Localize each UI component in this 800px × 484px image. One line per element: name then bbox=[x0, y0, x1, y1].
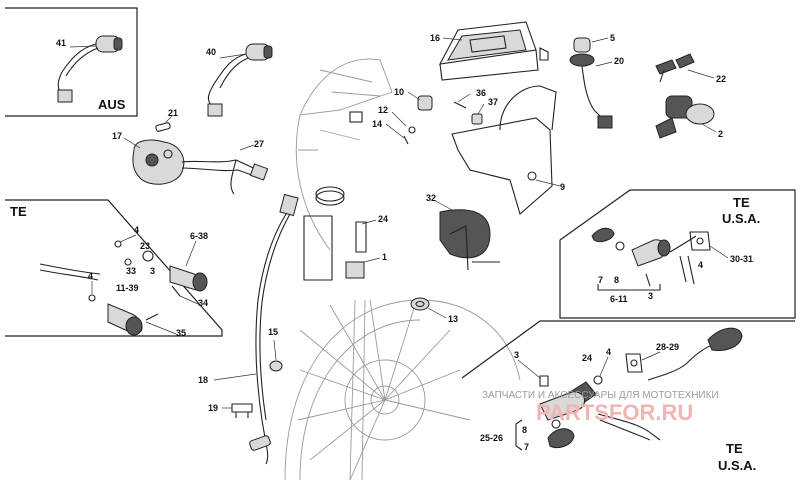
label-te-11-39: 11-39 bbox=[116, 283, 139, 293]
label-te-23: 23 bbox=[140, 241, 150, 251]
label-ur-30-31: 30-31 bbox=[730, 254, 753, 264]
label-lr-28-29: 28-29 bbox=[656, 342, 679, 352]
label-5: 5 bbox=[610, 33, 615, 43]
label-24: 24 bbox=[378, 214, 388, 224]
label-32: 32 bbox=[426, 193, 436, 203]
label-te-3: 3 bbox=[150, 266, 155, 276]
part-13-grommet bbox=[410, 297, 430, 311]
part-22-keys bbox=[655, 53, 695, 83]
ghost-front-wheel bbox=[284, 299, 521, 481]
label-lr-25-26: 25-26 bbox=[480, 433, 503, 443]
panel-te-usa-lower-parts bbox=[515, 327, 743, 451]
part-40-switch-cable bbox=[207, 43, 273, 117]
panel-te-left-parts bbox=[39, 240, 208, 336]
label-12: 12 bbox=[378, 105, 388, 115]
panel-frames bbox=[5, 7, 796, 379]
label-2: 2 bbox=[718, 129, 723, 139]
label-17: 17 bbox=[112, 131, 122, 141]
label-19: 19 bbox=[208, 403, 218, 413]
label-lr-24: 24 bbox=[582, 353, 592, 363]
label-10: 10 bbox=[394, 87, 404, 97]
part-5-ignition-cap bbox=[569, 37, 595, 67]
label-41: 41 bbox=[56, 38, 66, 48]
label-lr-4: 4 bbox=[606, 347, 611, 357]
label-15: 15 bbox=[268, 327, 278, 337]
watermark-site: PARTSFOR.RU bbox=[536, 400, 693, 425]
label-21: 21 bbox=[168, 108, 178, 118]
part-16-instrument-cluster bbox=[439, 21, 539, 81]
label-ur-3: 3 bbox=[648, 291, 653, 301]
label-40: 40 bbox=[206, 47, 216, 57]
part-17-handlebar-switch bbox=[132, 139, 269, 195]
parts-small-hardware bbox=[349, 95, 483, 145]
part-2-lock-set bbox=[655, 95, 715, 139]
part-15-grommet bbox=[269, 360, 283, 372]
part-18-speedometer-cable bbox=[249, 193, 299, 465]
part-20-switch-cable bbox=[581, 65, 613, 129]
label-te-6-38: 6-38 bbox=[190, 231, 208, 241]
label-te-33: 33 bbox=[126, 266, 136, 276]
part-9-bracket bbox=[451, 47, 557, 215]
panel-te-usa-upper-usa: U.S.A. bbox=[722, 211, 760, 226]
label-lr-7: 7 bbox=[524, 442, 529, 452]
label-lr-8: 8 bbox=[522, 425, 527, 435]
label-22: 22 bbox=[716, 74, 726, 84]
label-ur-6-11: 6-11 bbox=[610, 294, 628, 304]
panel-te-usa-upper-parts bbox=[591, 227, 711, 291]
label-27: 27 bbox=[254, 139, 264, 149]
panel-te-usa-lower-usa: U.S.A. bbox=[718, 458, 756, 473]
panel-aus-title: AUS bbox=[98, 97, 126, 112]
label-ur-8: 8 bbox=[614, 275, 619, 285]
label-9: 9 bbox=[560, 182, 565, 192]
part-41-switch-cable bbox=[57, 35, 123, 103]
label-lr-3: 3 bbox=[514, 350, 519, 360]
label-te-35: 35 bbox=[176, 328, 186, 338]
label-20: 20 bbox=[614, 56, 624, 66]
label-te-34: 34 bbox=[198, 298, 208, 308]
label-ur-7: 7 bbox=[598, 275, 603, 285]
label-16: 16 bbox=[430, 33, 440, 43]
panel-te-usa-upper-te: TE bbox=[733, 195, 750, 210]
label-1: 1 bbox=[382, 252, 387, 262]
label-37: 37 bbox=[488, 97, 498, 107]
label-36: 36 bbox=[476, 88, 486, 98]
watermark-tagline: ЗАПЧАСТИ И АКСЕССУАРЫ ДЛЯ МОТОТЕХНИКИ bbox=[482, 390, 719, 401]
part-32-horn bbox=[439, 209, 500, 271]
panel-te-usa-lower-te: TE bbox=[726, 441, 743, 456]
part-21-screw-cap bbox=[155, 122, 171, 132]
label-te-4b: 4 bbox=[88, 271, 93, 281]
panel-te-title: TE bbox=[10, 204, 27, 219]
label-14: 14 bbox=[372, 119, 382, 129]
label-ur-4: 4 bbox=[698, 260, 703, 270]
label-18: 18 bbox=[198, 375, 208, 385]
part-24-bracket bbox=[303, 215, 367, 281]
part-19-clip bbox=[231, 403, 253, 418]
label-13: 13 bbox=[448, 314, 458, 324]
part-clamp-ring bbox=[315, 186, 345, 206]
label-te-4a: 4 bbox=[134, 225, 139, 235]
ghost-fairing bbox=[295, 58, 393, 251]
